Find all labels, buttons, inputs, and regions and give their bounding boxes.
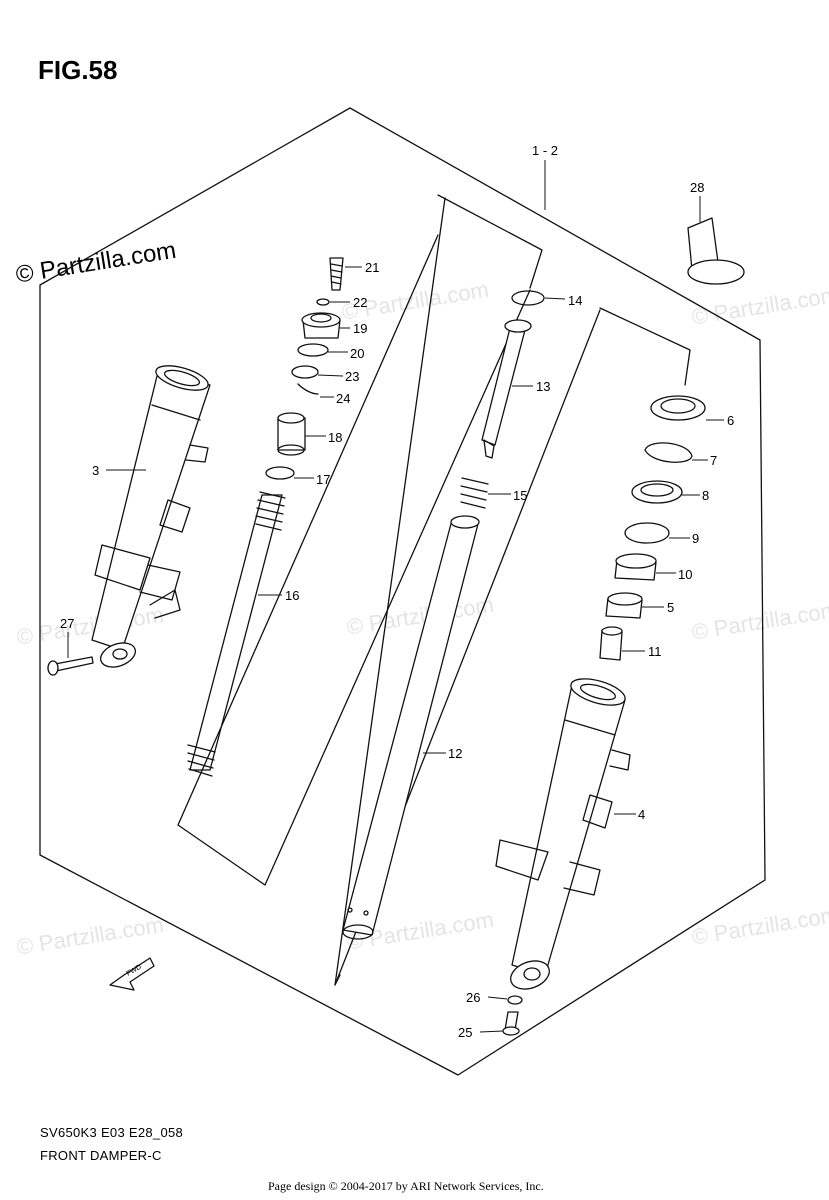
callout-21: 21	[365, 260, 379, 275]
callout-27: 27	[60, 616, 74, 631]
callout-25: 25	[458, 1025, 472, 1040]
callout-leader	[317, 374, 344, 377]
outer-tube-left	[91, 365, 211, 668]
diagram-caption: FRONT DAMPER-C	[40, 1148, 162, 1163]
callout-1-2: 1 - 2	[532, 143, 558, 158]
group-bracket	[334, 197, 446, 986]
oil-seal-8	[631, 480, 683, 504]
callout-3: 3	[92, 463, 99, 478]
bolt-25	[502, 1011, 520, 1036]
callout-28: 28	[690, 180, 704, 195]
callout-9: 9	[692, 531, 699, 546]
model-code: SV650K3 E03 E28_058	[40, 1125, 184, 1140]
callout-leader	[479, 1030, 504, 1033]
bushing-10	[614, 553, 657, 581]
fwd-arrow: FWD	[109, 957, 155, 991]
cap-19	[301, 312, 341, 339]
callout-10: 10	[678, 567, 692, 582]
callout-23: 23	[345, 369, 359, 384]
callout-6: 6	[727, 413, 734, 428]
callout-14: 14	[568, 293, 582, 308]
washer-26	[507, 995, 523, 1005]
outer-tube-right	[495, 678, 631, 990]
callout-12: 12	[448, 746, 462, 761]
callout-15: 15	[513, 488, 527, 503]
dust-seal-6	[650, 395, 706, 421]
page-credit: Page design © 2004-2017 by ARI Network S…	[268, 1179, 544, 1193]
bushing-5	[605, 592, 643, 619]
callout-7: 7	[710, 453, 717, 468]
damper-rod-13	[481, 319, 532, 459]
callout-24: 24	[336, 391, 350, 406]
callout-13: 13	[536, 379, 550, 394]
callout-19: 19	[353, 321, 367, 336]
callout-18: 18	[328, 430, 342, 445]
bolt-21	[329, 257, 344, 291]
spring-15	[460, 477, 489, 509]
spring-16	[187, 491, 286, 777]
oil-lock-piece-11	[599, 626, 623, 661]
callout-leader	[487, 996, 508, 1000]
group-bracket	[599, 307, 691, 386]
o-ring-22	[316, 298, 330, 306]
callout-8: 8	[702, 488, 709, 503]
ring-20	[297, 343, 329, 357]
callout-17: 17	[316, 472, 330, 487]
callout-5: 5	[667, 600, 674, 615]
spacer-18	[277, 412, 306, 456]
group-bracket	[177, 234, 531, 886]
washer-9	[624, 522, 670, 544]
frame-outline	[39, 107, 766, 1076]
callout-4: 4	[638, 807, 645, 822]
figure-title: FIG.58	[38, 55, 118, 85]
callout-11: 11	[648, 644, 662, 659]
callout-16: 16	[285, 588, 299, 603]
callout-26: 26	[466, 990, 480, 1005]
stopper-ring-7	[644, 442, 693, 463]
washer-23	[291, 365, 319, 379]
ring-14	[511, 290, 545, 306]
clip-24	[297, 383, 319, 395]
callout-leader	[544, 297, 566, 300]
cover-28	[687, 217, 745, 285]
group-bracket	[437, 194, 543, 289]
callout-22: 22	[353, 295, 367, 310]
inner-tube-12	[342, 515, 480, 940]
washer-17	[265, 466, 295, 480]
callout-20: 20	[350, 346, 364, 361]
bolt-27	[47, 656, 94, 676]
